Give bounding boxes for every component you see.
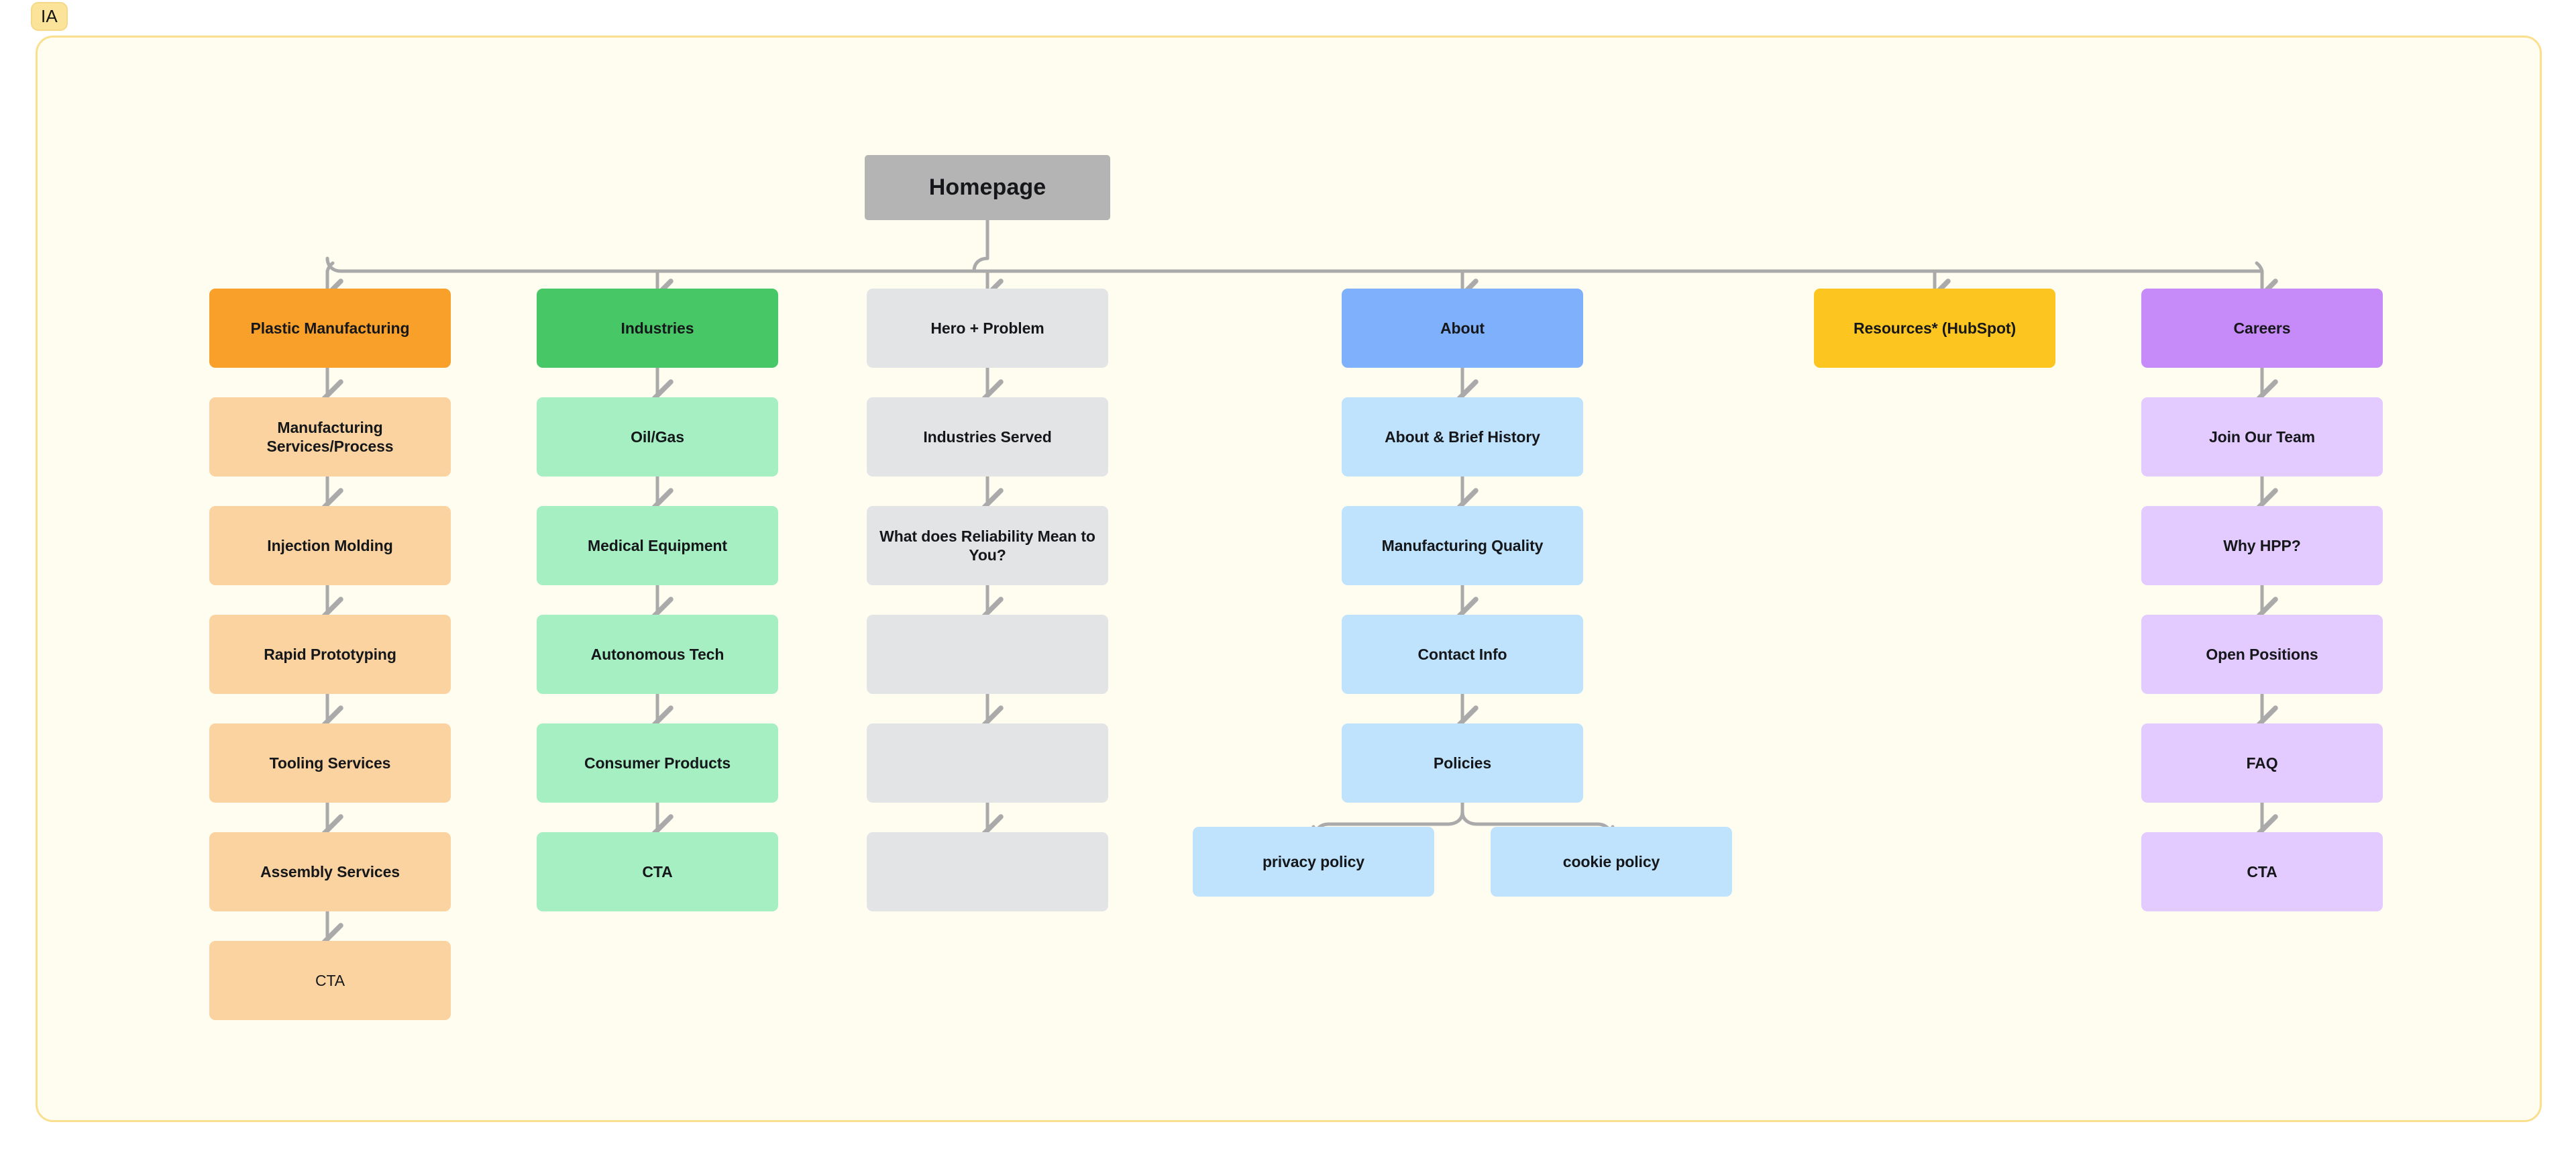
node-label: About & Brief History: [1385, 427, 1540, 446]
node-label: Open Positions: [2206, 645, 2318, 663]
node-plastic-manufacturing[interactable]: Plastic Manufacturing: [209, 289, 451, 368]
node-label: CTA: [315, 971, 345, 989]
node-about-brief-history[interactable]: About & Brief History: [1342, 397, 1583, 476]
node-label: Policies: [1433, 754, 1492, 772]
node-tooling-services[interactable]: Tooling Services: [209, 723, 451, 803]
node-label: FAQ: [2246, 754, 2278, 772]
node-label: What does Reliability Mean to You?: [879, 527, 1095, 564]
node-label: Join Our Team: [2208, 427, 2316, 446]
node-label: About: [1440, 319, 1485, 337]
node-what-does-reliability-mean-to-you[interactable]: What does Reliability Mean to You?: [867, 506, 1108, 585]
node-hero-placeholder-1[interactable]: [867, 615, 1108, 694]
node-industries-cta[interactable]: CTA: [537, 832, 778, 911]
node-label: Manufacturing Services/Process: [266, 418, 394, 455]
node-autonomous-tech[interactable]: Autonomous Tech: [537, 615, 778, 694]
node-policies[interactable]: Policies: [1342, 723, 1583, 803]
node-label: Autonomous Tech: [590, 645, 724, 663]
node-manufacturing-quality[interactable]: Manufacturing Quality: [1342, 506, 1583, 585]
node-label: Injection Molding: [267, 536, 393, 554]
node-hero-placeholder-2[interactable]: [867, 723, 1108, 803]
node-medical-equipment[interactable]: Medical Equipment: [537, 506, 778, 585]
node-industries[interactable]: Industries: [537, 289, 778, 368]
node-faq[interactable]: FAQ: [2141, 723, 2383, 803]
node-label: Plastic Manufacturing: [250, 319, 410, 337]
node-label: Homepage: [928, 174, 1046, 200]
node-label: Rapid Prototyping: [264, 645, 396, 663]
node-why-hpp[interactable]: Why HPP?: [2141, 506, 2383, 585]
node-label: Industries Served: [923, 427, 1052, 446]
node-plastic-cta[interactable]: CTA: [209, 941, 451, 1020]
node-label: Careers: [2233, 319, 2291, 337]
node-label: Assembly Services: [260, 862, 400, 881]
node-contact-info[interactable]: Contact Info: [1342, 615, 1583, 694]
node-rapid-prototyping[interactable]: Rapid Prototyping: [209, 615, 451, 694]
node-label: Oil/Gas: [631, 427, 684, 446]
node-label: Medical Equipment: [588, 536, 727, 554]
node-label: CTA: [2247, 862, 2277, 881]
node-cookie-policy[interactable]: cookie policy: [1491, 827, 1732, 897]
node-label: Consumer Products: [584, 754, 731, 772]
node-industries-served[interactable]: Industries Served: [867, 397, 1108, 476]
node-careers-cta[interactable]: CTA: [2141, 832, 2383, 911]
node-homepage[interactable]: Homepage: [865, 155, 1110, 220]
node-label: Hero + Problem: [930, 319, 1044, 337]
node-resources-hubspot[interactable]: Resources* (HubSpot): [1814, 289, 2055, 368]
node-injection-molding[interactable]: Injection Molding: [209, 506, 451, 585]
node-hero-problem[interactable]: Hero + Problem: [867, 289, 1108, 368]
node-join-our-team[interactable]: Join Our Team: [2141, 397, 2383, 476]
node-consumer-products[interactable]: Consumer Products: [537, 723, 778, 803]
node-assembly-services[interactable]: Assembly Services: [209, 832, 451, 911]
node-label: Contact Info: [1417, 645, 1507, 663]
node-hero-placeholder-3[interactable]: [867, 832, 1108, 911]
node-about[interactable]: About: [1342, 289, 1583, 368]
node-open-positions[interactable]: Open Positions: [2141, 615, 2383, 694]
node-manufacturing-services-process[interactable]: Manufacturing Services/Process: [209, 397, 451, 476]
node-oil-gas[interactable]: Oil/Gas: [537, 397, 778, 476]
node-label: Resources* (HubSpot): [1853, 319, 2017, 337]
node-careers[interactable]: Careers: [2141, 289, 2383, 368]
node-label: cookie policy: [1562, 852, 1660, 870]
diagram-frame: [36, 36, 2542, 1122]
node-label: Why HPP?: [2223, 536, 2301, 554]
node-privacy-policy[interactable]: privacy policy: [1193, 827, 1434, 897]
node-label: privacy policy: [1262, 852, 1364, 870]
node-label: Tooling Services: [269, 754, 391, 772]
node-label: CTA: [642, 862, 673, 881]
node-label: Industries: [621, 319, 694, 337]
node-label: Manufacturing Quality: [1381, 536, 1544, 554]
ia-tag[interactable]: IA: [31, 2, 68, 31]
